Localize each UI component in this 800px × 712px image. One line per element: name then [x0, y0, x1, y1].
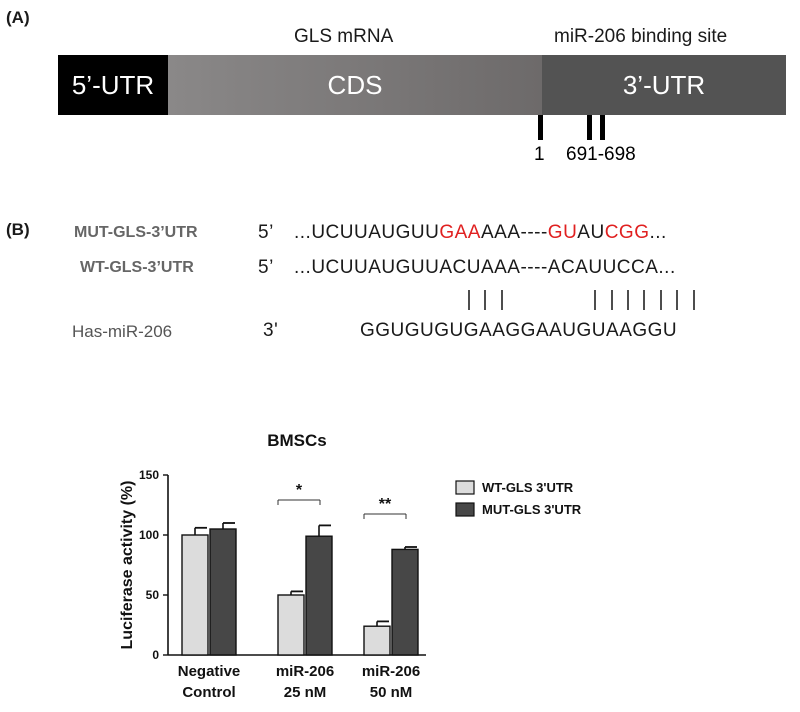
site-tick-691	[587, 115, 592, 140]
y-tick-label: 150	[139, 468, 159, 482]
utr3-segment: 3’-UTR	[542, 55, 786, 115]
chart-title: BMSCs	[267, 431, 327, 450]
site-tick-698	[600, 115, 605, 140]
site-tick-1	[538, 115, 543, 140]
mut-seq-end: 5’	[258, 222, 274, 243]
mut-seq-part: AU	[577, 222, 605, 243]
cds-segment: CDS	[168, 55, 542, 115]
x-category-label: miR-206	[276, 663, 334, 680]
bar-wt-0	[181, 534, 209, 656]
x-category-label: 50 nM	[370, 684, 413, 701]
utr5-segment: 5’-UTR	[58, 55, 168, 115]
x-category-label: Negative	[178, 663, 241, 680]
mut-seq-part: ...	[649, 222, 667, 243]
bar-mut-0	[209, 528, 237, 656]
significance-label: *	[296, 482, 303, 499]
cds-label: CDS	[327, 69, 383, 100]
utr5-label: 5’-UTR	[71, 69, 155, 100]
mut-seq-mutation: GAA	[439, 222, 481, 243]
y-tick-label: 0	[152, 648, 159, 662]
wt-seq-name: WT-GLS-3’UTR	[80, 259, 194, 276]
site-range-label: 691-698	[566, 144, 636, 165]
wt-seq-end: 5’	[258, 257, 274, 278]
utr3-label: 3’-UTR	[622, 69, 706, 100]
mut-seq-part: ...UCUUAUGUU	[294, 222, 440, 243]
mirna-sequence: GGUGUGUGAAGGAAUGUAAGGU	[360, 320, 678, 341]
x-category-label: miR-206	[362, 663, 420, 680]
panel-label-b: (B)	[6, 220, 30, 239]
bar-wt-2	[363, 625, 391, 656]
mut-seq-part: AAA----	[480, 222, 548, 243]
legend-label: MUT-GLS 3'UTR	[482, 502, 582, 517]
legend-swatch	[455, 502, 475, 517]
bar-wt-1	[277, 594, 305, 656]
y-axis-label: Luciferase activity (%)	[119, 481, 136, 650]
y-tick-label: 100	[139, 528, 159, 542]
panel-label-a: (A)	[6, 8, 30, 27]
mut-seq-mutation: GU	[547, 222, 578, 243]
y-tick-label: 50	[146, 588, 160, 602]
mirna-seq-end: 3'	[263, 320, 279, 341]
mut-sequence: ...UCUUAUGUUGAAAAA----GUAUCGG...	[294, 222, 667, 244]
mut-seq-name: MUT-GLS-3’UTR	[74, 224, 198, 241]
base-pairing-lines	[468, 290, 695, 310]
bar-mut-1	[305, 535, 333, 656]
mirna-name: Has-miR-206	[72, 322, 173, 341]
legend-swatch	[455, 480, 475, 495]
bar-mut-2	[391, 548, 419, 656]
x-category-label: Control	[182, 684, 235, 701]
gls-mrna-title: GLS mRNA	[294, 26, 394, 47]
binding-site-title: miR-206 binding site	[554, 26, 728, 47]
significance-label: **	[379, 496, 392, 513]
mut-seq-mutation: CGG	[604, 222, 650, 243]
x-category-label: 25 nM	[284, 684, 327, 701]
wt-sequence: ...UCUUAUGUUACUAAA----ACAUUCCA...	[294, 257, 676, 278]
site-start-label: 1	[534, 144, 545, 165]
legend-label: WT-GLS 3'UTR	[482, 480, 574, 495]
